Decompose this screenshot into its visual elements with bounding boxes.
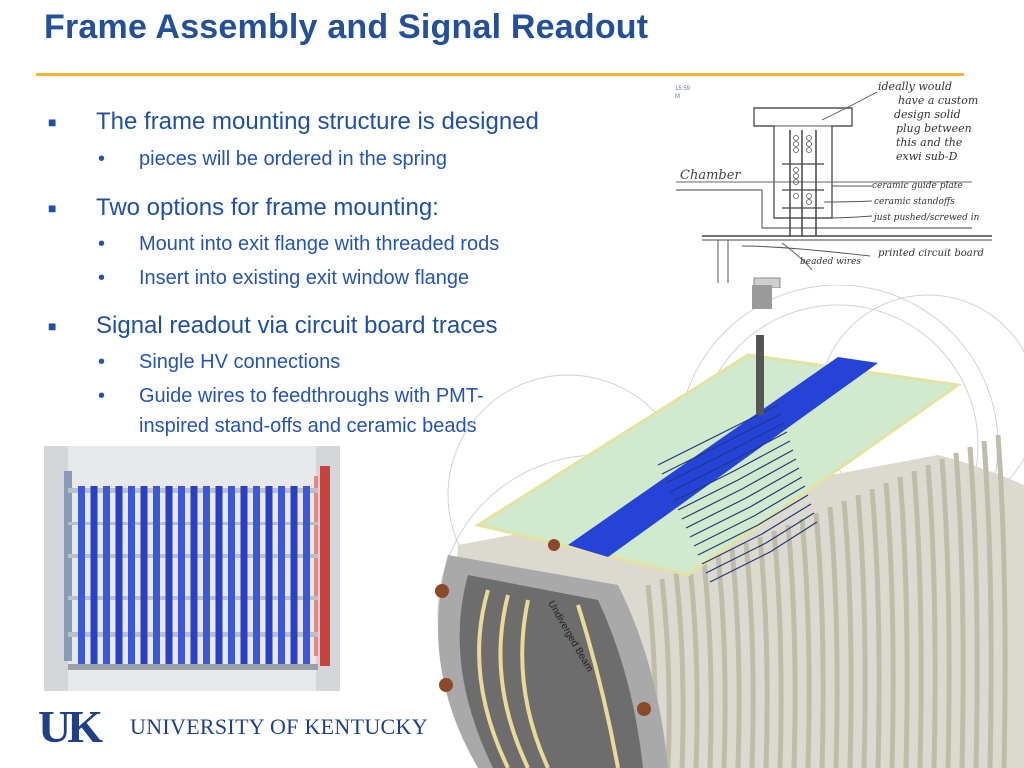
detector-ring [771,530,784,768]
frame-plate [203,486,210,666]
sub-bullet-text: Mount into exit flange with threaded rod… [139,233,500,255]
sketch-note-line: have a custom [898,94,978,107]
circuit-trace [693,485,806,547]
detector-ring [743,542,756,768]
frame-plate [78,486,85,666]
sketch-note-line: design solid [894,108,961,121]
sub-bullet-text: inspired stand-offs and ceramic beads [139,415,477,437]
dot-bullet-icon: • [98,267,106,289]
frame-plate [153,486,160,666]
detector-ring [883,482,896,768]
title-divider [36,73,964,76]
slide-title: Frame Assembly and Signal Readout [44,8,649,46]
detector-ring [911,470,924,768]
university-name: UNIVERSITY OF KENTUCKY [130,714,428,739]
detector-ring [673,572,686,768]
frame-plate [190,486,198,666]
detector-ring [827,506,840,768]
sketch-note-line: plug between [896,122,972,135]
detector-ring [757,536,770,768]
bullet-3-text: Signal readout via circuit board traces [96,312,498,339]
sketch-note-line: this and the [896,136,963,149]
frame-plate [115,486,123,666]
bullet-2-text: Two options for frame mounting: [96,194,439,221]
detector-ring [939,458,952,768]
circuit-trace [709,521,818,583]
detector-ring [785,524,798,768]
circuit-trace [705,512,815,574]
svg-text:M: M [675,94,680,100]
sub-bullet-text: Insert into existing exit window flange [139,267,470,289]
university-logo: UK UNIVERSITY OF KENTUCKY [38,701,428,752]
square-bullet-icon: ■ [48,114,57,130]
circuit-trace [665,422,785,484]
frame-plate [265,486,273,666]
circuit-trace [661,413,782,475]
detector-ring [841,500,854,768]
frame-plate [215,486,223,666]
detector-ring [981,440,994,768]
detector-ring [967,446,980,768]
dot-bullet-icon: • [98,385,106,407]
sketch-chamber-label: Chamber [680,168,741,183]
dot-bullet-icon: • [98,351,106,373]
circuit-trace [689,476,803,538]
circuit-trace [677,449,794,511]
detector-ring [869,488,882,768]
frame-plate [90,486,98,666]
dot-bullet-icon: • [98,233,106,255]
circuit-trace [673,440,791,502]
sketch-note-line: exwi sub-D [896,150,958,163]
detector-ring [995,434,1008,768]
frame-plate [178,486,185,666]
frame-plate [103,486,110,666]
hand-sketch-figure: 15:59 M Chamber ideally would have a cus… [672,78,998,288]
sketch-label: beaded wires [800,257,861,267]
frame-plate [253,486,260,666]
detector-ring [715,554,728,768]
detector-ring [687,566,700,768]
circuit-trace [697,494,809,556]
detector-ring [701,560,714,768]
detector-ring [799,518,812,768]
frame-plate [278,486,285,666]
circuit-trace [701,503,812,565]
sub-bullet-text: pieces will be ordered in the spring [139,148,447,170]
frame-plate [140,486,148,666]
sub-bullet-text: Guide wires to feedthroughs with PMT- [139,385,484,407]
detector-ring [855,494,868,768]
sketch-label: printed circuit board [878,248,984,259]
square-bullet-icon: ■ [48,318,57,334]
dot-bullet-icon: • [98,148,106,170]
detector-ring [953,452,966,768]
detector-ring [659,578,672,768]
detector-cad-render: Undiverged Beam [435,285,1024,768]
bullet-1-text: The frame mounting structure is designed [96,108,539,135]
frame-photo [44,446,340,691]
sketch-note-line: ideally would [878,80,952,93]
sketch-label: ceramic guide plate [872,181,963,191]
sketch-corner-mark: 15:59 [675,86,691,92]
sub-bullet-text: Single HV connections [139,351,341,373]
frame-plate [240,486,248,666]
circuit-trace [685,467,800,529]
detector-ring [729,548,742,768]
circuit-trace [669,431,788,493]
detector-ring [897,476,910,768]
uk-logo-mark: UK [38,701,103,752]
frame-plate [290,486,298,666]
detector-ring [925,464,938,768]
frame-plate [128,486,135,666]
circuit-trace [681,458,797,520]
sketch-label: ceramic standoffs [874,197,955,207]
sketch-label: just pushed/screwed in [872,213,980,223]
square-bullet-icon: ■ [48,200,57,216]
frame-plate [228,486,235,666]
frame-plate [165,486,173,666]
detector-ring [813,512,826,768]
frame-plate [303,486,310,666]
